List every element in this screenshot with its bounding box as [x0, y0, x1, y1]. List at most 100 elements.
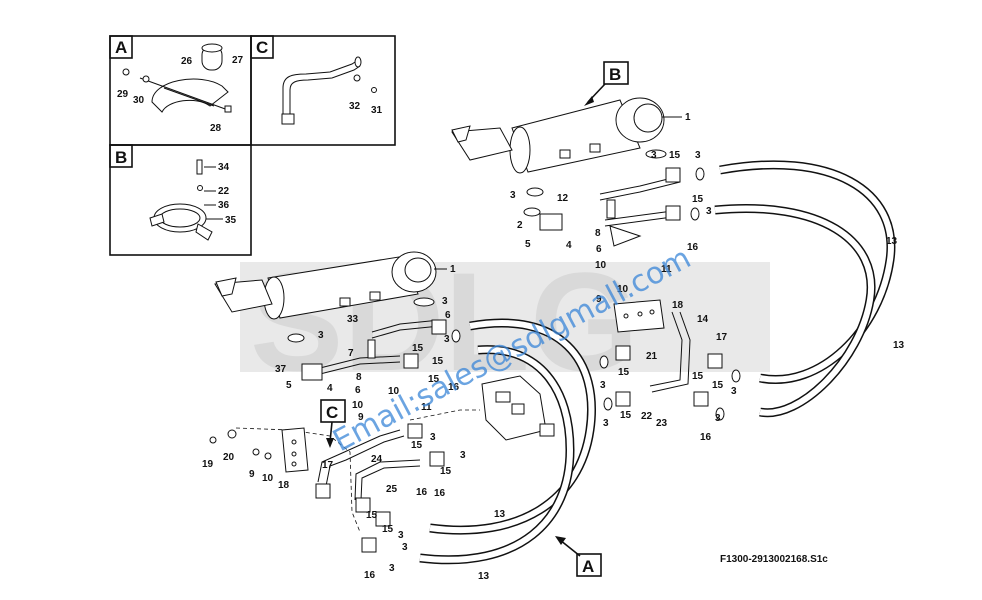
upper-label-3a: 3 — [695, 150, 701, 161]
lower-label-3a: 3 — [442, 296, 448, 307]
label-27: 27 — [232, 55, 244, 66]
upper-label-22: 22 — [641, 411, 653, 422]
upper-cylinder: 1 15 3 3 12 3 8 2 5 4 6 11 10 16 13 13 9… — [451, 97, 905, 443]
upper-label-3e: 3 — [731, 386, 737, 397]
label-29: 29 — [117, 89, 129, 100]
lower-label-1: 1 — [450, 264, 456, 275]
ll-label-20: 20 — [223, 452, 235, 463]
callout-b-letter: B — [609, 65, 621, 84]
ll-label-18: 18 — [278, 480, 290, 491]
upper-label-6: 6 — [596, 244, 602, 255]
ll-label-13b: 13 — [478, 571, 490, 582]
upper-label-15f: 15 — [692, 194, 704, 205]
detail-box-c-letter: C — [256, 38, 268, 57]
lower-label-8: 8 — [356, 372, 362, 383]
ll-label-3b: 3 — [460, 450, 466, 461]
detail-box-a: A 26 27 29 30 28 — [109, 35, 252, 146]
upper-label-3h: 3 — [706, 206, 712, 217]
ll-label-3d: 3 — [389, 563, 395, 574]
label-32: 32 — [349, 101, 361, 112]
callout-b: B — [584, 61, 629, 106]
ll-label-3a: 3 — [430, 432, 436, 443]
label-31: 31 — [371, 105, 383, 116]
lower-label-6b: 6 — [355, 385, 361, 396]
ll-label-17: 17 — [322, 460, 334, 471]
lower-label-10b: 10 — [352, 400, 364, 411]
upper-label-16: 16 — [687, 242, 699, 253]
upper-label-9: 9 — [596, 294, 602, 305]
callout-a-letter: A — [582, 557, 594, 576]
ll-label-15b: 15 — [440, 466, 452, 477]
upper-label-15b: 15 — [618, 367, 630, 378]
upper-label-15e: 15 — [712, 380, 724, 391]
upper-label-10a: 10 — [595, 260, 607, 271]
upper-label-8: 8 — [595, 228, 601, 239]
reference-code: F1300-2913002168.S1c — [720, 554, 828, 565]
label-30: 30 — [133, 95, 145, 106]
upper-label-16b: 16 — [700, 432, 712, 443]
lower-label-6: 6 — [445, 310, 451, 321]
lower-label-5: 5 — [286, 380, 292, 391]
ll-label-3e: 3 — [402, 542, 408, 553]
lower-label-33: 33 — [347, 314, 359, 325]
lower-label-3b: 3 — [318, 330, 324, 341]
upper-label-21: 21 — [646, 351, 658, 362]
upper-label-12: 12 — [557, 193, 569, 204]
lower-label-16: 16 — [448, 382, 460, 393]
detail-box-b-letter: B — [115, 148, 127, 167]
lower-label-10a: 10 — [388, 386, 400, 397]
callout-a: A — [555, 536, 602, 577]
label-34: 34 — [218, 162, 230, 173]
label-28: 28 — [210, 123, 222, 134]
upper-label-17: 17 — [716, 332, 728, 343]
upper-label-2: 2 — [517, 220, 523, 231]
upper-label-11: 11 — [661, 264, 672, 275]
ll-label-10: 10 — [262, 473, 274, 484]
lower-label-15c: 15 — [428, 374, 440, 385]
ll-label-19: 19 — [202, 459, 214, 470]
detail-box-c: C 32 31 — [250, 35, 396, 146]
ll-label-16a: 16 — [416, 487, 428, 498]
upper-label-23: 23 — [656, 418, 668, 429]
upper-label-3f: 3 — [603, 418, 609, 429]
ll-label-16b: 16 — [434, 488, 446, 499]
lower-cylinder: 1 3 6 3 33 3 15 7 15 37 8 15 5 4 16 6 10… — [214, 251, 461, 423]
lower-label-3c: 3 — [444, 334, 450, 345]
callout-c: C — [320, 399, 346, 448]
ll-label-13a: 13 — [494, 509, 506, 520]
lower-label-9: 9 — [358, 412, 364, 423]
lower-left-assembly: 19 20 9 10 18 17 24 25 16 16 15 15 15 3 … — [202, 409, 506, 582]
upper-label-1: 1 — [685, 112, 691, 123]
upper-label-14: 14 — [697, 314, 709, 325]
ll-label-3c: 3 — [398, 530, 404, 541]
ll-label-24: 24 — [371, 454, 383, 465]
upper-label-13a: 13 — [886, 236, 898, 247]
hoses — [419, 160, 896, 565]
callout-c-letter: C — [326, 403, 338, 422]
ll-label-15d: 15 — [382, 524, 394, 535]
ll-label-25: 25 — [386, 484, 398, 495]
lower-label-37: 37 — [275, 364, 287, 375]
upper-label-5: 5 — [525, 239, 531, 250]
label-35: 35 — [225, 215, 237, 226]
label-26: 26 — [181, 56, 193, 67]
label-36: 36 — [218, 200, 230, 211]
upper-label-10b: 10 — [617, 284, 629, 295]
detail-box-a-letter: A — [115, 38, 127, 57]
upper-label-3d: 3 — [600, 380, 606, 391]
ll-label-16c: 16 — [364, 570, 376, 581]
upper-label-15: 15 — [669, 150, 681, 161]
ll-label-15c: 15 — [366, 510, 378, 521]
lower-label-7: 7 — [348, 348, 354, 359]
upper-label-3c: 3 — [510, 190, 516, 201]
lower-label-4: 4 — [327, 383, 333, 394]
upper-label-15d: 15 — [620, 410, 632, 421]
upper-label-18: 18 — [672, 300, 684, 311]
ll-label-15a: 15 — [411, 440, 423, 451]
ll-label-9: 9 — [249, 469, 255, 480]
detail-box-b: B 34 22 36 35 — [109, 144, 252, 256]
upper-label-3b: 3 — [651, 150, 657, 161]
upper-label-13b: 13 — [893, 340, 905, 351]
label-22: 22 — [218, 186, 230, 197]
